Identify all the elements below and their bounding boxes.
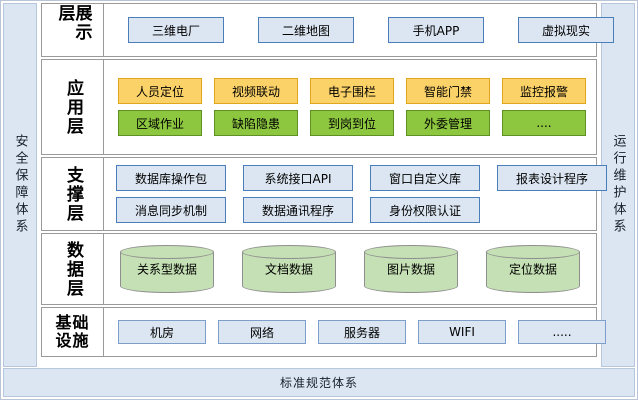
cylinder-image-data[interactable]: 图片数据 (364, 245, 458, 293)
node-identity-authorization[interactable]: 身份权限认证 (370, 197, 480, 223)
node-database-operation-package[interactable]: 数据库操作包 (116, 165, 226, 191)
right-band-label: 运行维护体系 (610, 134, 626, 236)
layer-presentation: 展示层 三维电厂 二维地图 手机APP 虚拟现实 (41, 3, 614, 57)
layer-label-support: 支撑层 (42, 158, 104, 230)
cylinder-relational-data[interactable]: 关系型数据 (120, 245, 214, 293)
cylinder-label-image-data: 图片数据 (386, 262, 435, 277)
layer-label-application: 应用层 (42, 60, 104, 154)
layer-label-data-text: 数据层 (63, 240, 83, 298)
node-post-attendance[interactable]: 到岗到位 (310, 110, 394, 136)
cylinder-label-relational-data: 关系型数据 (136, 262, 197, 277)
layer-label-data: 数据层 (42, 234, 104, 304)
support-row-2: 消息同步机制 数据通讯程序 身份权限认证 (112, 197, 607, 223)
layer-label-presentation-text: 展示层 (54, 4, 92, 42)
node-system-interface-api[interactable]: 系统接口API (243, 165, 353, 191)
node-outsourcing-management[interactable]: 外委管理 (406, 110, 490, 136)
infrastructure-row: 机房 网络 服务器 WIFI ..... (112, 320, 606, 344)
node-server[interactable]: 服务器 (318, 320, 406, 344)
node-network[interactable]: 网络 (218, 320, 306, 344)
cylinder-positioning-data[interactable]: 定位数据 (486, 245, 580, 293)
node-wifi[interactable]: WIFI (418, 320, 506, 344)
node-smart-access-control[interactable]: 智能门禁 (406, 78, 490, 104)
node-personnel-positioning[interactable]: 人员定位 (118, 78, 202, 104)
application-row-2: 区域作业 缺陷隐患 到岗到位 外委管理 .... (112, 110, 588, 136)
cylinder-top-ellipse (242, 245, 336, 259)
node-window-custom-library[interactable]: 窗口自定义库 (370, 165, 480, 191)
layer-stack: 展示层 三维电厂 二维地图 手机APP 虚拟现实 应用层 人员定位 视频联动 (41, 3, 614, 367)
layer-label-presentation: 展示层 (42, 4, 104, 56)
node-application-more[interactable]: .... (502, 110, 586, 136)
node-2d-map[interactable]: 二维地图 (258, 17, 354, 43)
node-virtual-reality[interactable]: 虚拟现实 (518, 17, 614, 43)
bottom-band-label: 标准规范体系 (279, 376, 358, 390)
layer-infrastructure: 基础设施 机房 网络 服务器 WIFI ..... (41, 307, 606, 357)
layer-body-data: 关系型数据 文档数据 图片数据 (104, 234, 596, 304)
cylinder-top-ellipse (486, 245, 580, 259)
node-infrastructure-more[interactable]: ..... (518, 320, 606, 344)
node-defect-hazard[interactable]: 缺陷隐患 (214, 110, 298, 136)
layer-label-support-text: 支撑层 (63, 165, 83, 223)
presentation-row: 三维电厂 二维地图 手机APP 虚拟现实 (112, 17, 614, 43)
layer-label-infrastructure: 基础设施 (42, 308, 104, 356)
application-row-1: 人员定位 视频联动 电子围栏 智能门禁 监控报警 (112, 78, 588, 104)
node-monitoring-alarm[interactable]: 监控报警 (502, 78, 586, 104)
cylinder-top-ellipse (120, 245, 214, 259)
cylinder-label-positioning-data: 定位数据 (508, 262, 557, 277)
layer-body-presentation: 三维电厂 二维地图 手机APP 虚拟现实 (104, 4, 622, 56)
cylinder-label-document-data: 文档数据 (264, 262, 313, 277)
node-regional-operation[interactable]: 区域作业 (118, 110, 202, 136)
node-3d-power-plant[interactable]: 三维电厂 (128, 17, 224, 43)
node-electronic-fence[interactable]: 电子围栏 (310, 78, 394, 104)
left-band-label: 安全保障体系 (12, 134, 28, 236)
left-band-security-assurance: 安全保障体系 (3, 3, 37, 367)
layer-application: 应用层 人员定位 视频联动 电子围栏 智能门禁 监控报警 区域作业 缺陷隐患 到… (41, 59, 597, 155)
node-mobile-app[interactable]: 手机APP (388, 17, 484, 43)
data-row: 关系型数据 文档数据 图片数据 (112, 245, 588, 293)
node-computer-room[interactable]: 机房 (118, 320, 206, 344)
node-data-communication-program[interactable]: 数据通讯程序 (243, 197, 353, 223)
layer-body-infrastructure: 机房 网络 服务器 WIFI ..... (104, 308, 614, 356)
layer-data: 数据层 关系型数据 文档数据 (41, 233, 597, 305)
layer-label-infrastructure-text: 基础设施 (55, 312, 90, 350)
node-video-linkage[interactable]: 视频联动 (214, 78, 298, 104)
layer-label-application-text: 应用层 (63, 78, 83, 136)
layer-body-support: 数据库操作包 系统接口API 窗口自定义库 报表设计程序 消息同步机制 数据通讯… (104, 158, 615, 230)
node-report-design-program[interactable]: 报表设计程序 (497, 165, 607, 191)
layer-support: 支撑层 数据库操作包 系统接口API 窗口自定义库 报表设计程序 消息同步机制 … (41, 157, 607, 231)
bottom-band-standards: 标准规范体系 (3, 368, 635, 397)
cylinder-document-data[interactable]: 文档数据 (242, 245, 336, 293)
support-row-1: 数据库操作包 系统接口API 窗口自定义库 报表设计程序 (112, 165, 607, 191)
node-message-sync-mechanism[interactable]: 消息同步机制 (116, 197, 226, 223)
cylinder-top-ellipse (364, 245, 458, 259)
layer-body-application: 人员定位 视频联动 电子围栏 智能门禁 监控报警 区域作业 缺陷隐患 到岗到位 … (104, 60, 596, 154)
